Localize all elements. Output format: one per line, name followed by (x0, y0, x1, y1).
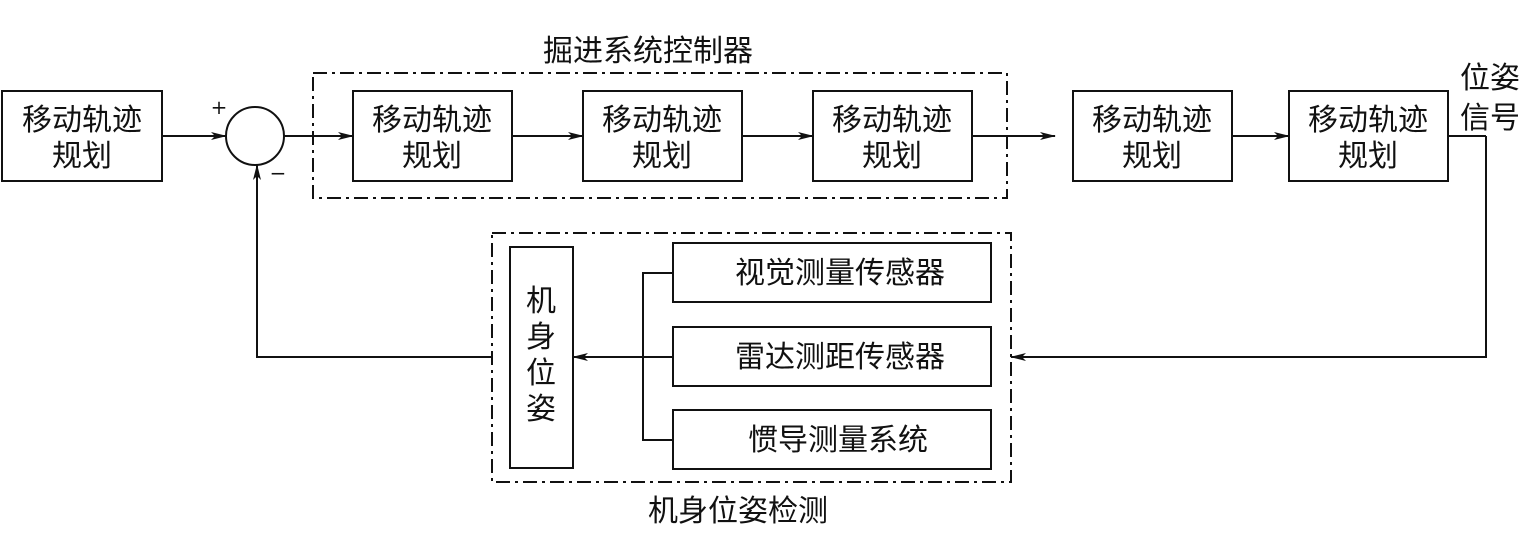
sensor-vision-label: 视觉测量传感器 (735, 256, 945, 291)
sensor-inertial-label: 惯导测量系统 (748, 423, 928, 458)
sensor-block-vision: 视觉测量传感器 (672, 242, 992, 303)
controller-block-1-line2: 规划 (402, 139, 462, 174)
controller-block-2-line1: 移动轨迹 (602, 103, 722, 138)
fusion-char-4: 姿 (526, 392, 556, 427)
fusion-char-3: 位 (526, 356, 556, 391)
controller-block-3-line1: 移动轨迹 (832, 103, 952, 138)
plant-block-1-line2: 规划 (1122, 139, 1182, 174)
sensor-radar-label: 雷达测距传感器 (735, 340, 945, 375)
controller-block-3-line2: 规划 (862, 139, 922, 174)
summing-junction: + − (211, 95, 287, 185)
plus-sign: + (211, 95, 228, 119)
controller-block-1-line1: 移动轨迹 (372, 103, 492, 138)
minus-sign: − (270, 161, 287, 185)
plant-block-2-line1: 移动轨迹 (1308, 103, 1428, 138)
sensor-block-inertial: 惯导测量系统 (672, 409, 992, 470)
input-block-line1: 移动轨迹 (22, 103, 142, 138)
controller-block-3: 移动轨迹 规划 (812, 90, 973, 182)
wire-feedback-to-sum (253, 164, 492, 358)
body-pose-fusion-block: 机 身 位 姿 (509, 246, 574, 469)
controller-group-title: 掘进系统控制器 (543, 34, 753, 69)
fusion-char-2: 身 (526, 320, 556, 355)
controller-block-1: 移动轨迹 规划 (352, 90, 513, 182)
detection-group-title: 机身位姿检测 (648, 494, 828, 529)
controller-block-2: 移动轨迹 规划 (582, 90, 743, 182)
plant-block-1-line1: 移动轨迹 (1092, 103, 1212, 138)
plant-block-1: 移动轨迹 规划 (1072, 90, 1233, 182)
input-planning-block: 移动轨迹 规划 (1, 90, 163, 182)
plant-block-2: 移动轨迹 规划 (1288, 90, 1449, 182)
controller-block-2-line2: 规划 (632, 139, 692, 174)
output-label-line1: 位姿 (1460, 61, 1520, 96)
wire-output-feedback (1010, 136, 1487, 361)
plant-block-2-line2: 规划 (1338, 139, 1398, 174)
output-label-line2: 信号 (1460, 101, 1520, 136)
input-block-line2: 规划 (52, 139, 112, 174)
sensor-block-radar: 雷达测距传感器 (672, 326, 992, 387)
fusion-char-1: 机 (526, 284, 556, 319)
